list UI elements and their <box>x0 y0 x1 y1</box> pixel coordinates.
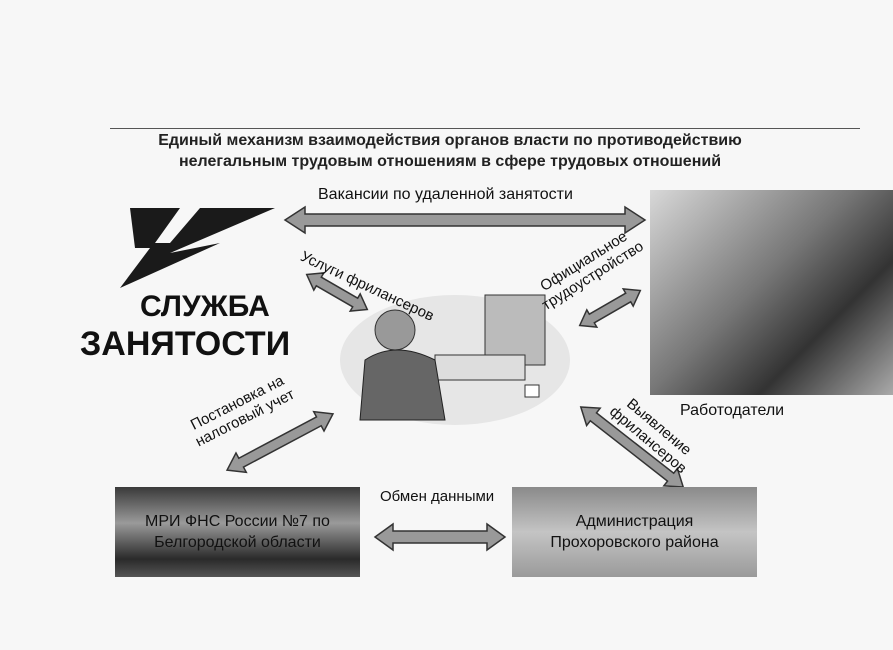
title-line-2: нелегальным трудовым отношениям в сфере … <box>178 153 722 170</box>
logo-text-line-2: ЗАНЯТОСТИ <box>80 325 291 363</box>
lightning-logo-icon <box>120 208 275 288</box>
freelancer-at-computer-illustration <box>340 294 570 425</box>
mri-fns-box: МРИ ФНС России №7 по Белгородской област… <box>115 487 360 577</box>
admin-line-1: Администрация <box>575 513 694 530</box>
mri-line-2: Белгородской области <box>154 534 321 551</box>
official-employment-arrow <box>578 287 642 329</box>
admin-line-2: Прохоровского района <box>550 534 719 551</box>
data-exchange-label: Обмен данными <box>380 488 495 505</box>
logo-text-line-1: СЛУЖБА <box>140 290 270 323</box>
diagram-title: Единый механизм взаимодействия органов в… <box>100 130 800 172</box>
data-exchange-arrow <box>373 522 507 552</box>
administration-box: Администрация Прохоровского района <box>512 487 757 577</box>
title-line-1: Единый механизм взаимодействия органов в… <box>158 132 742 149</box>
mri-line-1: МРИ ФНС России №7 по <box>145 513 330 530</box>
vacancies-label: Вакансии по удаленной занятости <box>318 186 573 203</box>
employers-handshake-photo <box>650 190 893 395</box>
employers-label: Работодатели <box>680 402 785 419</box>
tax-registration-arrow <box>225 410 335 474</box>
freelance-services-arrow <box>305 271 369 313</box>
vacancies-arrow <box>283 205 647 235</box>
title-rule <box>110 128 860 129</box>
